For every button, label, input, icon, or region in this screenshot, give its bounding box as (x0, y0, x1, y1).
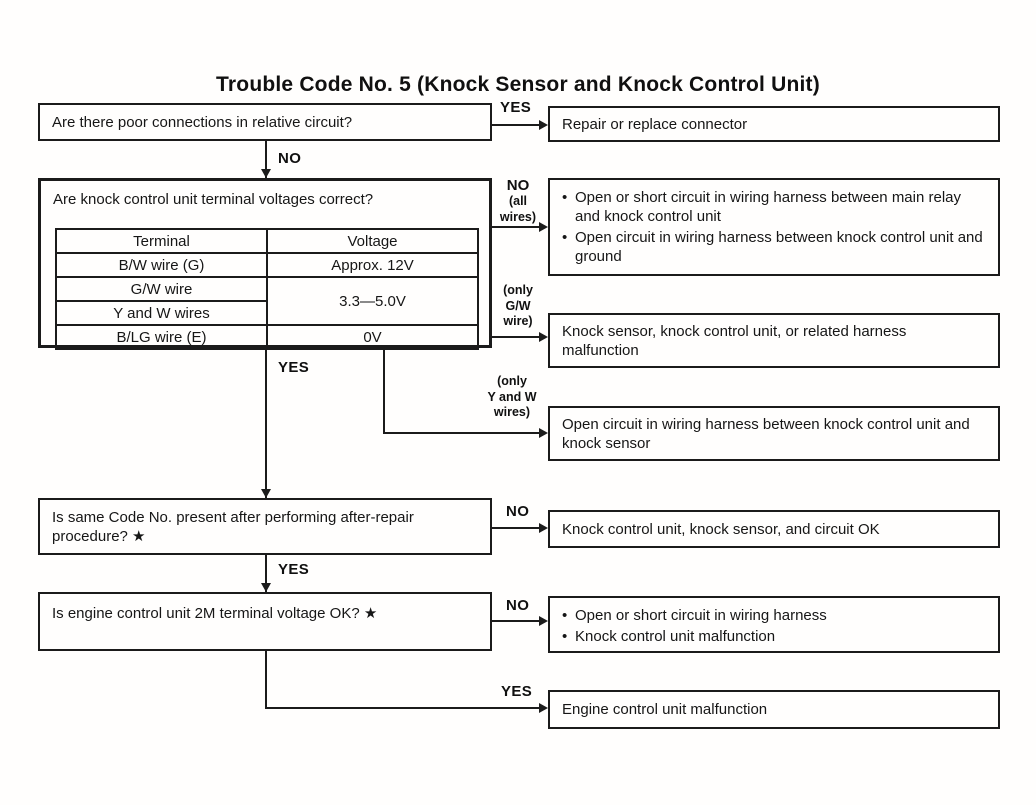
table-row: B/W wire (G) Approx. 12V (55, 252, 479, 278)
connector-line (265, 651, 267, 709)
terminal-voltage-table: Terminal Voltage B/W wire (G) Approx. 12… (55, 228, 479, 350)
result-text: Knock sensor, knock control unit, or rel… (562, 322, 907, 359)
branch-label-yes: YES (278, 561, 310, 578)
branch-label-no: NO (506, 597, 530, 614)
connector-line (265, 348, 267, 498)
connector-line (492, 527, 540, 529)
arrowhead-down-icon (261, 489, 271, 498)
table-row: G/W wire 3.3—5.0V (55, 276, 479, 326)
result-box-open-circuit-knock-sensor: Open circuit in wiring harness between k… (548, 406, 1000, 461)
connector-line (492, 124, 540, 126)
result-text: Knock control unit, knock sensor, and ci… (562, 520, 880, 538)
result-text: Repair or replace connector (562, 115, 748, 133)
decision-text: Are there poor connections in relative c… (52, 113, 353, 131)
decision-box-poor-connections: Are there poor connections in relative c… (38, 103, 492, 141)
decision-box-same-code: Is same Code No. present after performin… (38, 498, 492, 555)
branch-label-yes: YES (501, 683, 533, 700)
table-cell-terminal: G/W wire (55, 276, 268, 302)
branch-label-yes: YES (278, 359, 310, 376)
connector-line (383, 348, 385, 434)
arrowhead-right-icon (539, 332, 548, 342)
table-row: Y and W wires (55, 300, 478, 326)
result-box-related-harness-malfunction: Knock sensor, knock control unit, or rel… (548, 313, 1000, 368)
result-box-repair-connector: Repair or replace connector (548, 106, 1000, 142)
decision-text: Are knock control unit terminal voltages… (53, 191, 374, 208)
branch-label-yes: YES (500, 99, 532, 116)
decision-text: Is engine control unit 2M terminal volta… (52, 605, 378, 622)
arrowhead-down-icon (261, 583, 271, 592)
table-cell-terminal: B/LG wire (E) (55, 324, 268, 350)
branch-label-no: NO (506, 176, 530, 194)
result-box-open-short-main-relay: Open or short circuit in wiring harness … (548, 178, 1000, 276)
branch-label-detail: (all wires) (499, 194, 537, 224)
connector-line (383, 432, 541, 434)
result-bullet-list: Open or short circuit in wiring harness … (550, 598, 998, 654)
connector-line (492, 620, 540, 622)
connector-line (492, 226, 540, 228)
decision-text: Is same Code No. present after performin… (52, 508, 414, 545)
branch-label-only-gw-wire: (only G/W wire) (503, 283, 533, 328)
table-cell-voltage: 0V (266, 324, 479, 350)
result-bullet-list: Open or short circuit in wiring harness … (550, 180, 998, 274)
connector-line (492, 336, 540, 338)
flowchart-title: Trouble Code No. 5 (Knock Sensor and Kno… (216, 73, 820, 96)
arrowhead-right-icon (539, 428, 548, 438)
result-text: Engine control unit malfunction (562, 701, 768, 718)
table-cell-terminal: Y and W wires (55, 300, 268, 326)
arrowhead-right-icon (539, 703, 548, 713)
arrowhead-right-icon (539, 120, 548, 130)
branch-label-only-yw-wires: (only Y and W wires) (487, 374, 537, 419)
bullet-item: Open or short circuit in wiring harness (562, 606, 986, 625)
result-box-knock-unit-malfunction: Open or short circuit in wiring harness … (548, 596, 1000, 653)
branch-label-no: NO (506, 503, 530, 520)
result-box-circuit-ok: Knock control unit, knock sensor, and ci… (548, 510, 1000, 548)
bullet-item: Open circuit in wiring harness between k… (562, 228, 986, 266)
result-text: Open circuit in wiring harness between k… (562, 415, 970, 452)
connector-line (265, 555, 267, 592)
arrowhead-down-icon (261, 169, 271, 178)
arrowhead-right-icon (539, 616, 548, 626)
table-row: Terminal Voltage (55, 228, 479, 254)
bullet-item: Knock control unit malfunction (562, 627, 986, 646)
branch-label-no: NO (278, 150, 302, 167)
connector-line (265, 140, 267, 178)
decision-box-2m-voltage: Is engine control unit 2M terminal volta… (38, 592, 492, 651)
decision-box-terminal-voltages: Are knock control unit terminal voltages… (38, 178, 492, 350)
arrowhead-right-icon (539, 222, 548, 232)
table-header-voltage: Voltage (266, 228, 479, 254)
table-cell-terminal: B/W wire (G) (55, 252, 268, 278)
branch-label-no-all-wires: NO (all wires) (489, 162, 547, 241)
table-header-terminal: Terminal (55, 228, 268, 254)
bullet-item: Open or short circuit in wiring harness … (562, 188, 986, 226)
table-cell-voltage: Approx. 12V (266, 252, 479, 278)
table-row: B/LG wire (E) 0V (55, 324, 479, 350)
table-cell-voltage-merged: 3.3—5.0V (266, 276, 479, 326)
result-box-engine-unit-malfunction: Engine control unit malfunction (548, 690, 1000, 729)
arrowhead-right-icon (539, 523, 548, 533)
connector-line (265, 707, 541, 709)
